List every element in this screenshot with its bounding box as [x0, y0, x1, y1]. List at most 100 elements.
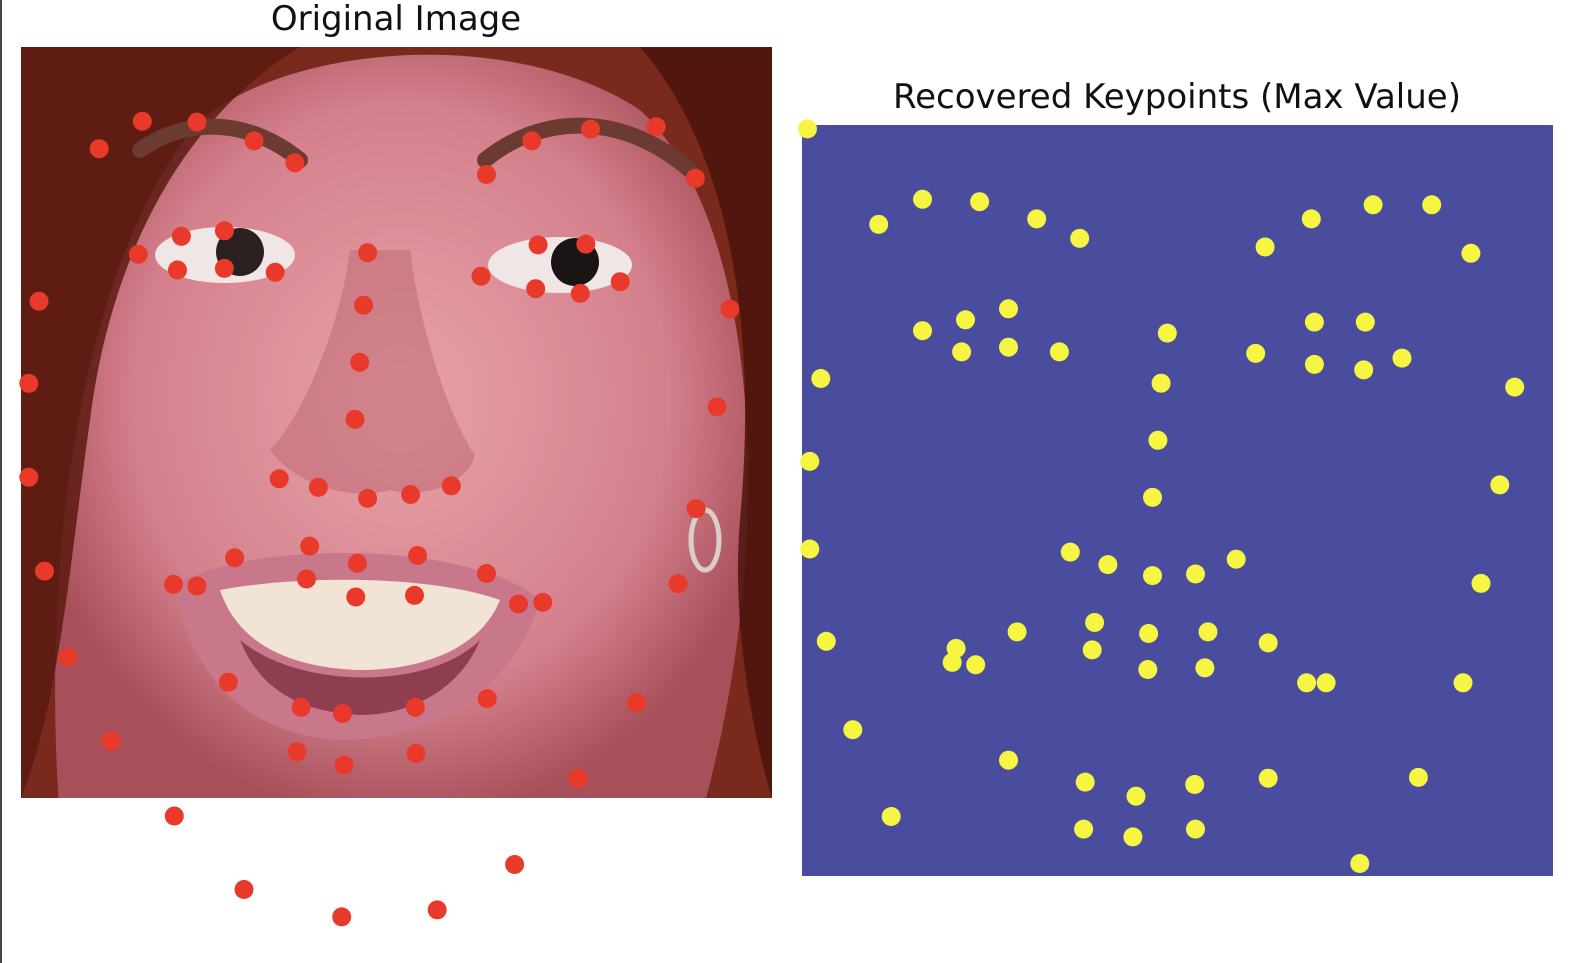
left-keypoint-62 — [406, 743, 426, 763]
right-keypoint-35 — [1471, 573, 1491, 593]
left-keypoint-40 — [358, 488, 378, 508]
right-keypoint-19 — [1148, 430, 1168, 450]
left-keypoint-52 — [405, 585, 424, 605]
right-keypoint-39 — [1060, 542, 1080, 562]
right-keypoint-63 — [1123, 827, 1143, 847]
left-panel-title: Original Image — [270, 0, 522, 39]
right-keypoint-40 — [1098, 555, 1118, 575]
right-keypoint-12 — [956, 310, 975, 330]
left-keypoint-17 — [354, 295, 374, 315]
left-keypoint-61 — [334, 755, 354, 775]
right-keypoint-49 — [1258, 633, 1278, 653]
right-keypoint-29 — [800, 539, 820, 559]
mouth-interior — [240, 640, 480, 715]
left-keypoint-58 — [405, 697, 425, 717]
left-keypoint-51 — [346, 587, 366, 607]
right-keypoint-6 — [1255, 237, 1275, 257]
left-keypoint-31 — [101, 731, 121, 751]
right-keypoint-4 — [1027, 209, 1047, 229]
right-keypoint-57 — [999, 750, 1018, 770]
right-keypoint-30 — [816, 631, 836, 651]
right-keypoint-54 — [1195, 658, 1215, 678]
right-keypoint-14 — [952, 342, 972, 362]
left-keypoint-3 — [244, 131, 264, 151]
left-keypoint-64 — [234, 880, 254, 899]
left-keypoint-50 — [297, 569, 316, 589]
right-keypoint-18 — [1151, 373, 1171, 393]
left-keypoint-42 — [441, 476, 461, 496]
left-keypoint-25 — [610, 272, 630, 292]
right-keypoint-11 — [913, 321, 932, 341]
window-left-edge — [0, 0, 2, 963]
right-keypoint-31 — [843, 720, 863, 740]
right-keypoint-7 — [1301, 209, 1321, 229]
right-panel-title: Recovered Keypoints (Max Value) — [893, 77, 1461, 117]
right-keypoint-55 — [1297, 673, 1317, 693]
right-keypoint-24 — [1304, 354, 1324, 374]
right-keypoint-41 — [1143, 566, 1162, 586]
left-keypoint-66 — [427, 900, 447, 920]
left-keypoint-41 — [401, 485, 421, 504]
left-keypoint-67 — [505, 855, 525, 874]
right-keypoint-1 — [869, 214, 889, 234]
left-keypoint-30 — [58, 647, 78, 667]
left-keypoint-38 — [269, 469, 289, 489]
right-keypoint-53 — [1138, 660, 1158, 679]
left-keypoint-65 — [332, 907, 352, 927]
hair-left — [21, 47, 300, 798]
right-keypoint-61 — [1258, 768, 1278, 788]
left-keypoint-34 — [686, 499, 706, 519]
left-keypoint-56 — [291, 697, 311, 717]
left-eyebrow — [132, 118, 308, 168]
right-keypoint-8 — [1363, 195, 1383, 215]
left-keypoint-45 — [347, 553, 367, 573]
left-keypoint-53 — [509, 594, 528, 614]
right-keypoint-9 — [1422, 195, 1442, 215]
right-keypoint-37 — [1408, 767, 1428, 787]
left-keypoint-14 — [214, 258, 234, 278]
left-keypoints — [19, 111, 740, 927]
left-keypoint-21 — [528, 235, 548, 255]
right-keypoint-10 — [1461, 243, 1481, 263]
hair-right — [640, 47, 772, 798]
right-keypoint-52 — [1082, 640, 1102, 660]
left-keypoint-16 — [358, 243, 378, 263]
right-keypoint-20 — [1143, 487, 1162, 507]
left-keypoint-33 — [707, 397, 727, 417]
left-keypoint-15 — [265, 262, 285, 282]
left-keypoint-60 — [287, 742, 307, 762]
left-keypoint-27 — [19, 373, 39, 393]
left-keypoint-44 — [300, 536, 320, 556]
right-keypoint-13 — [999, 299, 1018, 319]
left-keypoint-11 — [171, 226, 191, 246]
left-keypoint-55 — [218, 672, 238, 692]
right-keypoint-22 — [1304, 312, 1324, 332]
left-keypoint-5 — [477, 165, 496, 184]
left-keypoint-1 — [132, 111, 152, 131]
right-keypoint-33 — [1505, 377, 1525, 397]
right-keypoint-27 — [811, 369, 831, 388]
left-keypoint-29 — [35, 561, 54, 581]
left-keypoint-36 — [627, 693, 647, 713]
left-keypoint-57 — [333, 704, 352, 723]
left-keypoint-35 — [668, 574, 688, 594]
left-keypoint-48 — [164, 574, 183, 594]
right-keypoint-32 — [881, 807, 901, 826]
right-keypoint-28 — [800, 451, 820, 471]
right-keypoint-15 — [999, 337, 1018, 357]
left-keypoint-2 — [187, 112, 207, 132]
left-keypoint-47 — [477, 564, 496, 583]
left-keypoint-19 — [345, 409, 365, 429]
right-keypoint-5 — [1070, 228, 1090, 248]
right-keypoint-26 — [1392, 348, 1412, 368]
teeth — [220, 579, 500, 670]
right-keypoints — [798, 119, 1525, 873]
left-keypoint-7 — [581, 119, 600, 139]
right-keypoint-60 — [1185, 775, 1205, 794]
left-keypoint-6 — [522, 131, 542, 151]
left-keypoint-28 — [19, 467, 39, 487]
left-keypoint-0 — [89, 139, 109, 159]
right-keypoint-51 — [966, 655, 986, 675]
face-photo — [21, 47, 772, 798]
